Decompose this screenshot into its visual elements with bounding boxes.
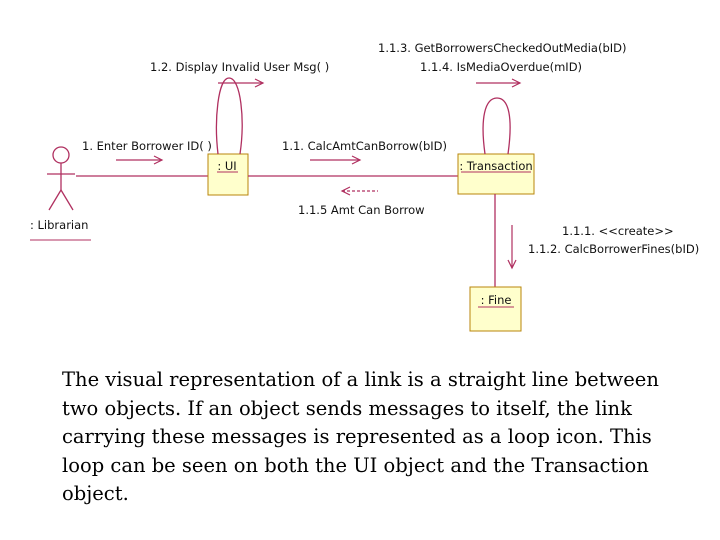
transaction-object-label: : Transaction — [459, 159, 532, 173]
arrow-m1-2 — [218, 78, 265, 88]
message-label-m1: 1. Enter Borrower ID( ) — [82, 139, 212, 153]
ui-object-box — [207, 153, 249, 196]
caption-text: The visual representation of a link is a… — [62, 368, 659, 506]
arrow-m1-1-5 — [340, 186, 378, 196]
message-label-m1-1-3: 1.1.3. GetBorrowersCheckedOutMedia(bID) — [378, 41, 626, 55]
fine-object-label: : Fine — [481, 293, 512, 307]
librarian-actor-icon — [47, 146, 75, 211]
ui-self-loop — [215, 77, 243, 155]
message-label-m1-2: 1.2. Display Invalid User Msg( ) — [150, 60, 329, 74]
arrow-m1 — [116, 155, 164, 165]
message-label-m1-1-1: 1.1.1. <<create>> — [562, 224, 674, 238]
transaction-object-box — [457, 153, 535, 195]
ui-object-label: : UI — [217, 159, 236, 173]
message-label-m1-1: 1.1. CalcAmtCanBorrow(bID) — [282, 139, 447, 153]
arrow-m1-1 — [310, 155, 362, 165]
actor-label: : Librarian — [30, 218, 88, 232]
message-label-m1-1-5: 1.1.5 Amt Can Borrow — [298, 203, 425, 217]
message-label-m1-1-2: 1.1.2. CalcBorrowerFines(bID) — [528, 242, 699, 256]
arrow-m1-1-3 — [476, 78, 522, 88]
transaction-self-loop — [482, 97, 511, 155]
arrow-m1-1-1 — [507, 225, 517, 270]
fine-object-box — [469, 286, 522, 332]
message-label-m1-1-4: 1.1.4. IsMediaOverdue(mID) — [420, 60, 582, 74]
